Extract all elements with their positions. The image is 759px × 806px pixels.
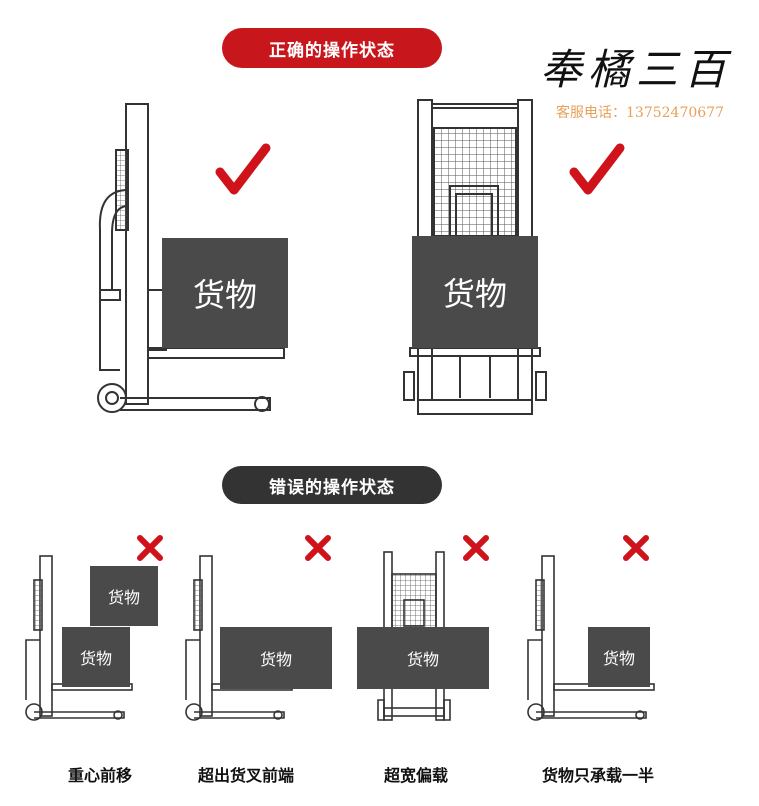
stacker-wrong-2: [185, 555, 293, 721]
check-icon: [569, 143, 625, 195]
correct-section-title: 正确的操作状态: [222, 28, 442, 68]
cargo-box: [220, 627, 332, 689]
check-icon: [215, 143, 271, 195]
caption-overhang: 超出货叉前端: [197, 766, 294, 785]
cargo-box: [357, 627, 489, 689]
cross-icon: [305, 535, 331, 561]
cargo-box: [90, 566, 158, 626]
cargo-box: [162, 238, 288, 348]
caption-center-forward: 重心前移: [67, 766, 132, 785]
cargo-box: [62, 627, 130, 687]
caption-half-load: 货物只承载一半: [541, 766, 654, 785]
caption-wide-offset: 超宽偏载: [383, 766, 448, 785]
cross-icon: [137, 535, 163, 561]
cargo-box: [412, 236, 538, 348]
cross-icon: [463, 535, 489, 561]
brand-logo: 奉橘三百: [540, 45, 733, 94]
cross-icon: [623, 535, 649, 561]
stacker-front-correct: [403, 99, 547, 415]
hotline-text: 客服电话：13752470677: [556, 105, 724, 121]
wrong-section-title: 错误的操作状态: [222, 466, 442, 504]
cargo-box: [588, 627, 650, 687]
